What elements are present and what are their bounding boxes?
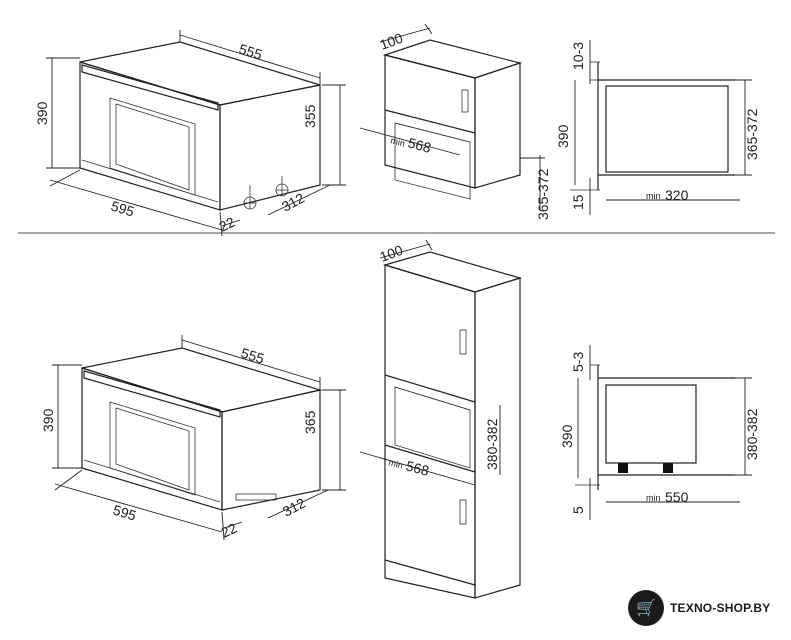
dim-side-depth-bottom: 550 [665,489,689,505]
dim-height-right-bottom: 365 [302,410,318,434]
dim-height-right-top: 355 [302,104,318,128]
cart-icon: 🛒 [624,586,668,630]
dim-side-min-prefix-top: min [646,191,661,201]
dim-side-height-top: 390 [555,124,571,148]
dim-cabinet-height-top: 365-372 [535,168,551,220]
cabinet-top [382,39,523,200]
foot-right [663,463,673,473]
dim-side-opening-top: 365-372 [744,108,760,160]
dim-tall-cabinet-top-width: 100 [378,242,406,265]
dim-offset-bottom: 22 [219,520,240,541]
dim-front-bottom: 595 [111,502,138,524]
dim-tall-cabinet-height: 380-382 [484,418,500,470]
dimension-lines-top-oven [46,30,346,237]
dim-offset-top: 22 [217,214,238,235]
dim-tall-cabinet-opening: 568 [404,457,431,479]
dim-side-gap-top: 10-3 [570,42,586,70]
dim-depth-bottom: 312 [280,494,308,519]
dim-tall-cabinet-min-prefix: min [387,457,404,470]
dimension-lines-bottom-side [577,345,752,520]
dim-depth-top: 312 [279,189,307,214]
dim-height-left-top: 390 [34,101,50,125]
side-view-top [570,61,735,191]
dimension-lines-top-side [574,40,752,215]
foot-left [618,463,628,473]
dim-side-depth-top: 320 [665,187,689,203]
oven-3d-bottom [81,347,323,511]
dim-width-bottom: 555 [239,345,266,367]
dim-side-opening-bottom: 380-382 [744,408,760,460]
side-view-bottom [575,364,735,490]
dim-cabinet-min-prefix: min [389,135,406,148]
dim-side-gap-bottom-top: 15 [570,194,586,210]
dim-front-top: 595 [109,198,136,220]
dimension-lines-bottom-cabinet [359,239,501,486]
watermark-text: TEXNO-SHOP.BY [670,601,771,615]
foot-icon [243,176,289,210]
dim-side-height-bottom: 390 [559,424,575,448]
dim-side-min-prefix-bottom: min [646,493,661,503]
dimension-lines-bottom-oven [52,335,346,541]
dim-height-left-bottom: 390 [40,408,56,432]
dim-side-gap-bottom-bottom: 5 [570,506,586,514]
tall-cabinet-bottom [382,251,523,599]
dim-cabinet-top-width: 100 [378,30,406,53]
dim-width-top: 555 [237,41,264,63]
watermark: 🛒 TEXNO-SHOP.BY [624,586,771,630]
dim-cabinet-opening-top: 568 [406,134,433,156]
dimension-lines-top-cabinet [359,23,545,210]
dim-side-gap-top-bottom: 5-3 [570,352,586,372]
